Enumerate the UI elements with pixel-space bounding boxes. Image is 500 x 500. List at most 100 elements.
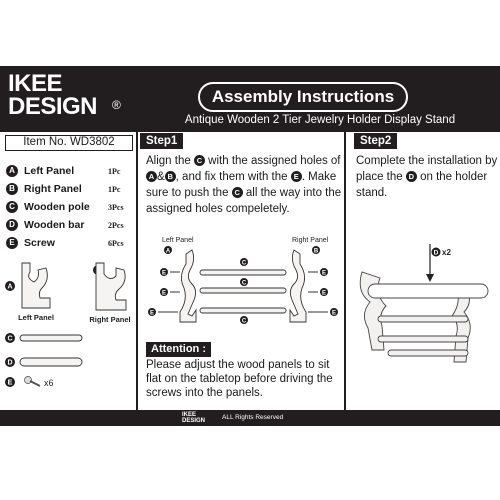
step1-pole-bottom-letter: C: [242, 318, 247, 324]
step1-right-panel: [289, 249, 307, 323]
footer-logo-line2: DESIGN: [182, 418, 206, 424]
part-name: Left Panel: [24, 165, 75, 177]
step1-pole-top-letter: C: [242, 260, 247, 266]
step1-b-letter: B: [314, 248, 319, 254]
svg-text:E: E: [322, 290, 326, 296]
step2-low-bar: [377, 335, 469, 343]
item-number: Item No. WD3802: [5, 135, 133, 151]
footer-logo: IKEE DESIGN: [182, 412, 205, 424]
step1-pole-mid-letter: C: [242, 280, 247, 286]
left-panel-label: Left Panel: [18, 313, 54, 322]
c-badge: C: [193, 155, 205, 167]
step1-pole-top: [199, 269, 287, 276]
part-name: Right Panel: [24, 183, 82, 195]
attention-tab: Attention :: [146, 342, 211, 357]
footer: IKEE DESIGN ALL Rights Reserved: [0, 410, 500, 426]
step2-d-letter: D: [434, 250, 439, 257]
part-letter-badge: A: [6, 165, 18, 177]
c-badge: C: [231, 187, 243, 199]
step1-screws-left: E E E: [148, 268, 180, 316]
step1-pole-mid: [199, 287, 287, 294]
svg-text:E: E: [322, 270, 326, 276]
svg-text:E: E: [150, 310, 154, 316]
right-panel-label: Right Panel: [89, 315, 130, 324]
step2-d-badge: [431, 247, 441, 257]
brand-registered: ®: [112, 98, 121, 112]
parts-column: Item No. WD3802 A Left Panel 1Pc B Right…: [0, 132, 138, 410]
step2-front-panel: [451, 283, 471, 363]
part-name: Screw: [24, 237, 55, 249]
brand-line2: DESIGN: [8, 93, 98, 120]
instructions-content: Item No. WD3802 A Left Panel 1Pc B Right…: [0, 132, 500, 410]
brand-logo: IKEE DESIGN ®: [8, 70, 121, 120]
step2-d-count: x2: [442, 248, 451, 257]
part-row: B Right Panel 1Pc: [6, 180, 134, 198]
step2-text-2: on the holder stand.: [356, 171, 488, 199]
step1-pole-bottom: [199, 307, 287, 314]
part-qty: 6Pcs: [108, 238, 124, 248]
step1-pole-mid-badge: [240, 278, 248, 286]
step1-text-1: Align the: [146, 155, 191, 167]
part-name: Wooden bar: [24, 219, 85, 231]
part-d-badge: [5, 357, 15, 367]
page-title: Assembly Instructions: [198, 82, 408, 112]
svg-text:E: E: [162, 290, 166, 296]
step2-stand-diagram: D x2: [359, 244, 489, 363]
step2-top-bar: [367, 283, 489, 299]
d-badge: D: [405, 171, 417, 183]
part-row: E Screw 6Pcs: [6, 234, 134, 252]
bottom-margin: [0, 426, 500, 500]
step2-arrowhead: [426, 274, 434, 282]
step1-screws-right: E E E: [308, 268, 338, 316]
step1-text-3: , and fix them with the: [175, 171, 288, 183]
step1-tab: Step1: [140, 133, 184, 149]
step1-a-letter: A: [166, 248, 171, 254]
part-row: C Wooden pole 3Pcs: [6, 198, 134, 216]
step2-instruction: Complete the installation by place the D…: [356, 153, 498, 201]
step1-column: Step1 Align the C with the assigned hole…: [140, 132, 346, 410]
part-qty: 1Pc: [108, 166, 121, 176]
header-band: [0, 66, 500, 132]
part-name: Wooden pole: [24, 201, 90, 213]
step2-bottom-bar: [387, 349, 469, 357]
part-a-letter: A: [7, 284, 12, 291]
b-badge: B: [164, 171, 176, 183]
part-row: A Left Panel 1Pc: [6, 162, 134, 180]
svg-text:E: E: [332, 310, 336, 316]
part-letter-badge: B: [6, 183, 18, 195]
part-qty: 1Pc: [108, 184, 121, 194]
step2-mid-bar: [377, 315, 469, 323]
e-badge: E: [290, 171, 302, 183]
step2-text-1: Complete the installation by place the: [356, 155, 498, 183]
step1-amp: &: [157, 171, 165, 183]
part-a-badge: [5, 281, 15, 291]
svg-text:E: E: [162, 270, 166, 276]
wooden-pole-shape: [19, 334, 83, 342]
part-e-letter: E: [8, 380, 13, 387]
page-subtitle: Antique Wooden 2 Tier Jewelry Holder Dis…: [184, 114, 456, 126]
step2-tab: Step2: [354, 133, 398, 149]
footer-rights: ALL Rights Reserved: [222, 414, 284, 421]
step2-column: Step2 Complete the installation by place…: [348, 132, 500, 410]
wooden-bar-shape: [19, 357, 83, 367]
parts-diagram: A Left Panel B Right Panel C D E x6: [5, 262, 131, 388]
step1-diagram: Left Panel A Right Panel B C C C E E: [148, 237, 338, 324]
footer-logo-line1: IKEE: [182, 412, 197, 418]
attention-text: Please adjust the wood panels to sit fla…: [146, 359, 333, 399]
part-e-badge: [5, 377, 15, 387]
step1-pole-top-badge: [240, 258, 248, 266]
brand-line1: IKEE: [8, 70, 63, 97]
left-panel-shape: [21, 262, 51, 309]
part-qty: 2Pcs: [108, 220, 124, 230]
screw-count: x6: [44, 378, 54, 388]
parts-list: A Left Panel 1Pc B Right Panel 1Pc C Woo…: [6, 162, 134, 252]
step1-right-panel-label: Right Panel: [292, 237, 329, 244]
part-c-letter: C: [7, 336, 12, 343]
part-letter-badge: D: [6, 219, 18, 231]
part-c-badge: [5, 333, 15, 343]
step1-instruction: Align the C with the assigned holes of A…: [146, 153, 346, 217]
part-qty: 3Pcs: [108, 202, 124, 212]
step1-text-2: with the assigned holes of: [208, 155, 341, 167]
step1-pole-bottom-badge: [240, 316, 248, 324]
part-row: D Wooden bar 2Pcs: [6, 216, 134, 234]
